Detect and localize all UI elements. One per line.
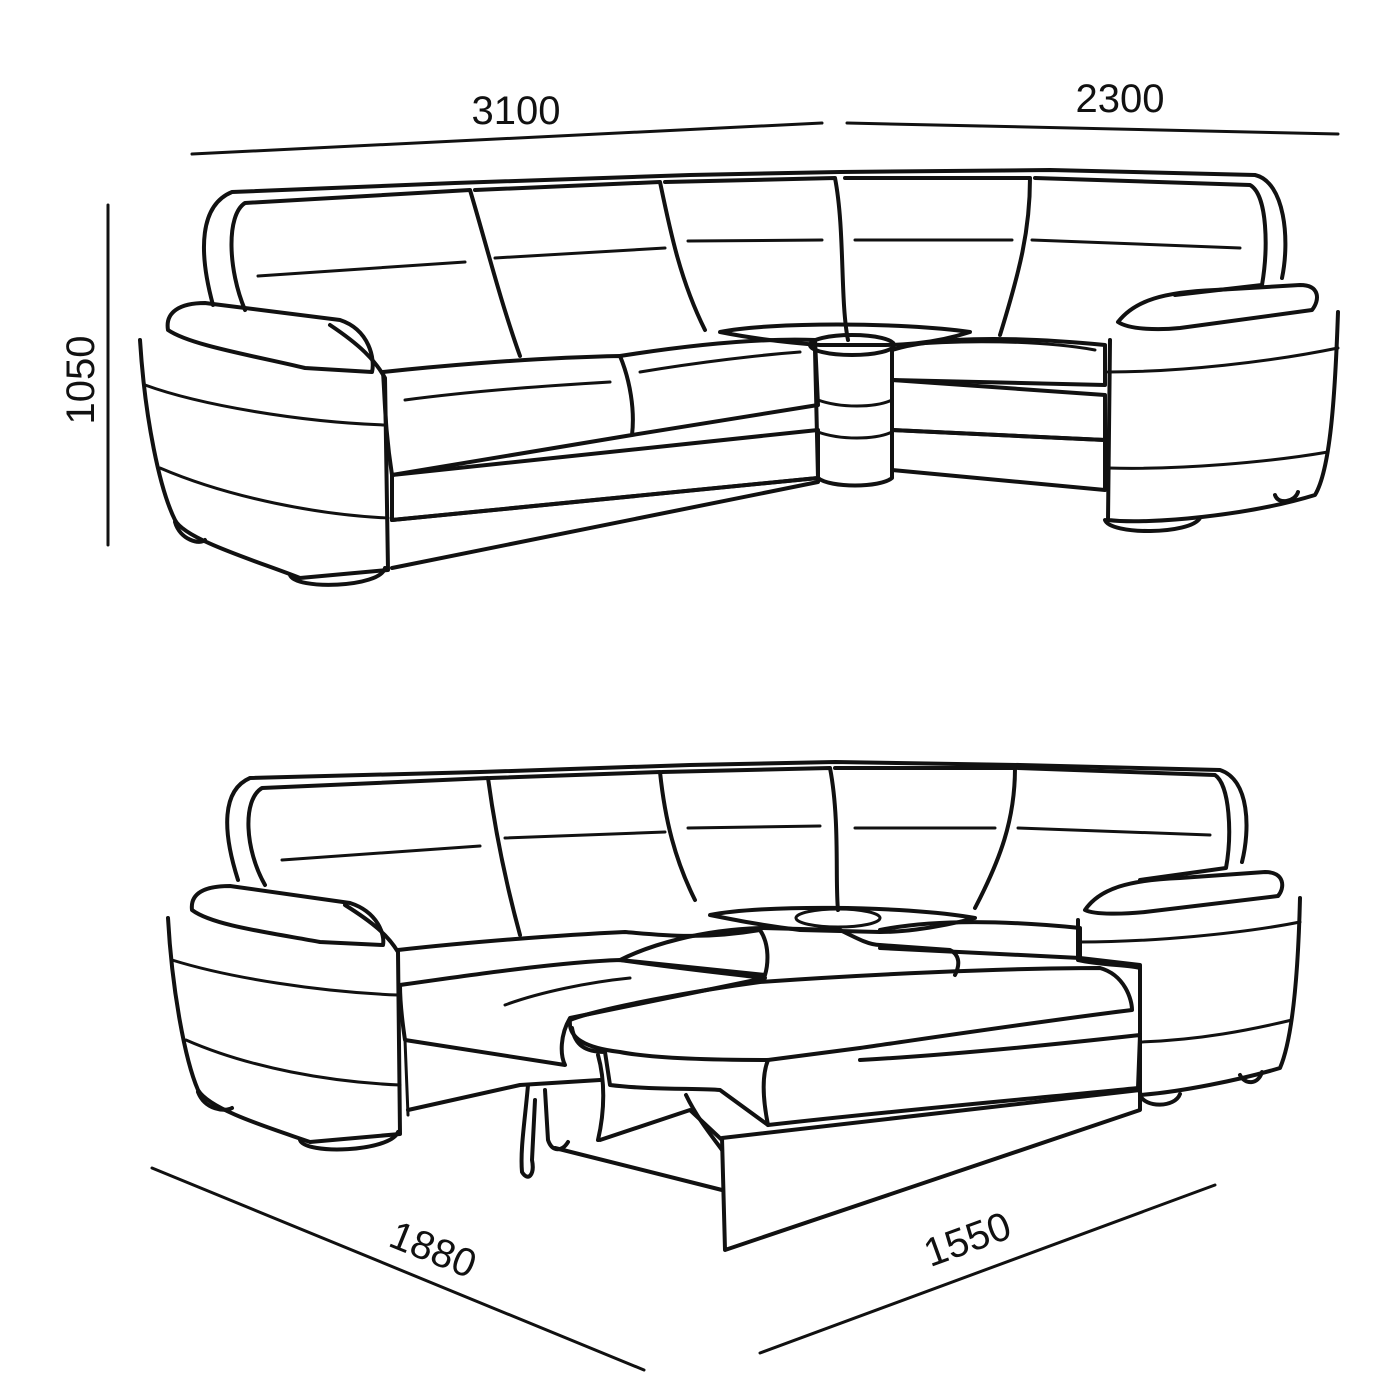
right-armrest-top-2 (1083, 870, 1285, 916)
corner-table-body (813, 348, 894, 488)
seat-cushion-left-1-seam (403, 380, 612, 402)
seat-plinth-right (890, 428, 1107, 492)
bed-leg-left (519, 1083, 537, 1179)
right-back-foot (1273, 490, 1300, 504)
right-armrest-top (1116, 283, 1319, 332)
back-cushion-2-2 (488, 770, 697, 902)
bed-mattress-left-side (570, 1026, 770, 1127)
dimension-depth-right: 1550 (758, 1183, 1217, 1355)
back-cushion-1 (229, 188, 522, 358)
right-foot (1103, 516, 1202, 533)
bed-mattress-back (398, 958, 767, 1067)
corner-table-top (808, 333, 896, 357)
seat-rear-left (396, 928, 770, 977)
sofa-back-outline (202, 168, 1288, 307)
seat-base-right-2 (1078, 956, 1142, 1097)
corner-table-top-2 (794, 907, 882, 929)
corner-table-band-1 (816, 398, 894, 408)
bed-frame-lower-bar (403, 1038, 410, 1117)
sofa-back-outline-2 (225, 760, 1249, 882)
left-armrest-body-2 (166, 903, 402, 1144)
back-cushion-2-seam (493, 246, 667, 260)
left-armrest-band-2 (158, 466, 390, 520)
bed-frame-panel (720, 1088, 1142, 1252)
bed-mattress-back-seam (503, 976, 632, 1007)
back-cushion-2-4 (833, 766, 1017, 910)
seat-base-left (390, 428, 820, 522)
right-armrest-band-1 (1106, 346, 1340, 374)
back-cushion-2-3 (660, 766, 840, 912)
right-back-foot-2 (1238, 1070, 1264, 1085)
dimension-depth-left: 1880 (150, 1166, 646, 1372)
dimension-width-left: 3100 (190, 89, 824, 156)
dimension-label-depth-left: 1880 (383, 1213, 482, 1287)
dimension-line-depth-left (150, 1166, 646, 1372)
dimension-width-right: 2300 (845, 77, 1340, 136)
back-cushion-1-seam (256, 260, 467, 278)
seat-plinth-left (390, 476, 820, 570)
bed-frame-rail-bottom (553, 1146, 724, 1192)
bed-mattress-front-top (567, 966, 1134, 1062)
seat-rear-middle (618, 926, 961, 977)
right-armrest-band-2-1 (1078, 920, 1302, 944)
left-armrest-body (138, 323, 390, 580)
back-cushion-5 (1033, 176, 1268, 297)
sofa-unfolded (166, 760, 1302, 1252)
back-cushion-2-3-seam (686, 824, 822, 830)
bed-leg-middle (543, 1088, 570, 1152)
seat-cushion-left-2-seam (638, 350, 802, 374)
back-cushion-5-seam (1030, 238, 1242, 250)
left-armrest-band-2-2 (184, 1038, 402, 1087)
bed-mattress-front-side (761, 1033, 1142, 1127)
left-armrest-band-2-1 (170, 958, 400, 997)
dimension-label-width-left: 3100 (472, 89, 561, 133)
seat-cushion-right-2 (878, 920, 1082, 960)
back-cushion-3-seam (686, 238, 824, 243)
corner-table-band-2 (816, 430, 894, 440)
back-cushion-2 (473, 180, 707, 332)
back-cushion-2-2-seam (503, 830, 667, 840)
left-foot (288, 566, 387, 587)
left-back-foot-2 (196, 1090, 234, 1112)
left-foot-2 (298, 1130, 400, 1152)
bed-leg-right (596, 1053, 724, 1152)
left-armrest-band-1 (143, 383, 387, 427)
back-cushion-2-1-seam (280, 844, 482, 862)
dimension-line-width-left (190, 121, 824, 156)
dimension-line-depth-right (758, 1183, 1217, 1355)
back-cushion-3 (663, 176, 850, 342)
bed-frame-rail-middle (598, 1108, 724, 1142)
sofa-assembled (138, 168, 1340, 587)
seat-cushion-right-seam (903, 340, 1097, 352)
left-armrest-top-2 (189, 884, 386, 947)
right-armrest-body-2 (1076, 896, 1302, 1097)
left-back-foot (173, 520, 207, 544)
back-cushion-2-1 (246, 776, 522, 937)
dimension-label-height: 1050 (59, 336, 103, 425)
back-cushion-4 (843, 176, 1032, 337)
right-armrest-body (1106, 310, 1340, 524)
dimension-height: 1050 (59, 203, 110, 547)
back-cushion-2-5-seam (1016, 826, 1212, 837)
back-cushion-2-5 (1016, 766, 1232, 882)
right-armrest-band-2 (1106, 450, 1330, 470)
dimension-label-width-right: 2300 (1076, 77, 1165, 121)
dimension-line-width-right (845, 121, 1340, 136)
left-armrest-top (165, 301, 375, 374)
seat-cushion-left-1 (381, 354, 635, 477)
bed-frame-rail-left (406, 1078, 602, 1112)
right-armrest-band-2-2 (1138, 1018, 1294, 1044)
